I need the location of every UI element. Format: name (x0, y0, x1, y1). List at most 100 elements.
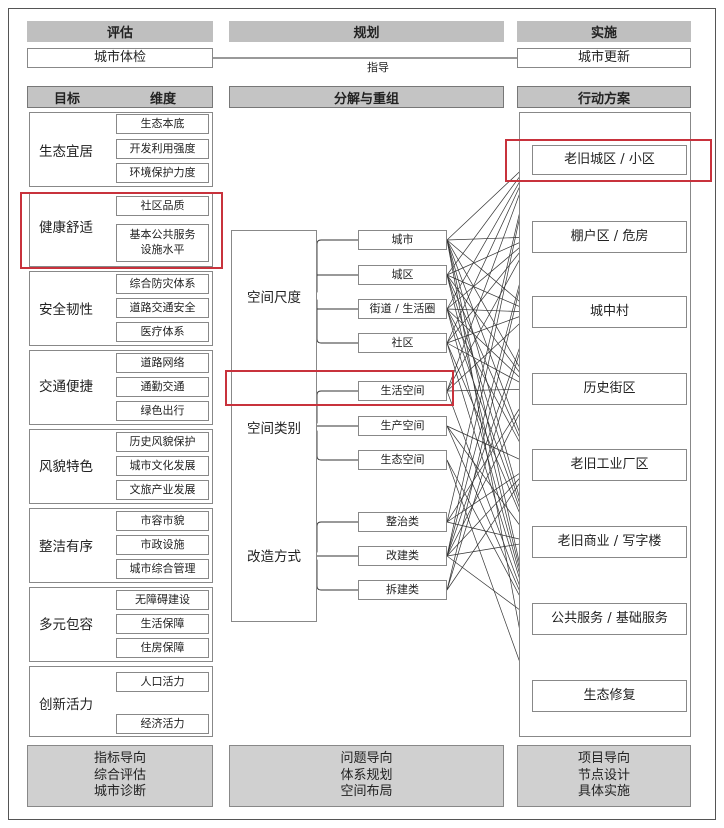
action-box: 棚户区 / 危房 (532, 221, 687, 253)
flow-line (446, 236, 533, 591)
flow-line (446, 236, 533, 276)
action-box: 老旧商业 / 写字楼 (532, 526, 687, 558)
action-box: 生态修复 (532, 680, 687, 712)
flow-line (446, 159, 533, 276)
category-item: 改建类 (358, 546, 447, 566)
guide-label: 指导 (367, 61, 389, 74)
flow-line (446, 541, 533, 557)
dimension-box: 市容市貌 (116, 511, 209, 531)
action-panel (519, 112, 691, 737)
action-box: 历史街区 (532, 373, 687, 405)
flow-line (446, 239, 533, 620)
group-bracket (310, 239, 358, 344)
goal-name: 交通便捷 (39, 379, 93, 395)
city-renewal-box: 城市更新 (517, 48, 691, 68)
dimension-box: 绿色出行 (116, 401, 209, 421)
flow-line (446, 159, 533, 523)
flow-line (446, 236, 533, 344)
category-item: 城市 (358, 230, 447, 250)
flow-line (446, 521, 533, 543)
flow-line (446, 236, 533, 241)
goal-dimension-bar: 目标 维度 (27, 86, 213, 108)
dimension-box: 市政设施 (116, 535, 209, 555)
flow-line (446, 274, 533, 390)
flow-line (446, 311, 533, 344)
category-item: 街道 / 生活圈 (358, 299, 447, 319)
flow-line (446, 342, 533, 620)
footer-text: 节点设计 (577, 767, 630, 783)
dimension-box: 无障碍建设 (116, 590, 209, 610)
action-box: 老旧城区 / 小区 (532, 145, 687, 175)
dimension-box: 社区品质 (116, 196, 209, 216)
footer-text: 综合评估 (93, 767, 146, 783)
footer-text: 具体实施 (577, 784, 630, 800)
flow-line (446, 342, 533, 390)
action-box: 公共服务 / 基础服务 (532, 603, 687, 635)
footer-right: 项目导向 节点设计 具体实施 (517, 745, 691, 807)
goal-name: 多元包容 (39, 617, 93, 633)
dimension-label: 维度 (150, 91, 177, 107)
goal-name: 整洁有序 (39, 539, 93, 555)
dimension-box: 综合防灾体系 (116, 274, 209, 294)
category-item: 社区 (358, 333, 447, 353)
dimension-box: 环境保护力度 (116, 163, 209, 183)
category-item: 城区 (358, 265, 447, 285)
flow-line (446, 274, 533, 543)
dimension-box: 道路网络 (116, 353, 209, 373)
header-evaluate: 评估 (27, 21, 213, 42)
flow-line (446, 159, 533, 557)
category-item: 生产空间 (358, 416, 447, 436)
flow-line (446, 464, 533, 523)
group-bracket (310, 390, 358, 461)
flow-line (446, 388, 533, 557)
flow-line (446, 555, 533, 620)
flow-line (446, 311, 533, 591)
header-implement: 实施 (517, 21, 691, 42)
flow-line (446, 464, 533, 557)
goal-name: 风貌特色 (39, 459, 93, 475)
flow-line (446, 159, 533, 392)
flow-line (446, 239, 533, 697)
flow-line (446, 388, 533, 392)
goal-label: 目标 (54, 91, 81, 107)
flow-line (446, 236, 533, 310)
highlight-old-district (505, 139, 712, 182)
flow-line (446, 236, 533, 557)
action-box: 老旧工业厂区 (532, 449, 687, 481)
dimension-box: 历史风貌保护 (116, 432, 209, 452)
category-item: 整治类 (358, 512, 447, 532)
flow-line (446, 311, 533, 392)
dimension-box: 道路交通安全 (116, 298, 209, 318)
flow-line (446, 159, 533, 310)
flow-line (446, 311, 533, 557)
dimension-box: 开发利用强度 (116, 139, 209, 159)
goal-name: 安全韧性 (39, 302, 93, 318)
flow-line (446, 274, 533, 313)
flow-line (446, 239, 533, 543)
flow-line (446, 308, 533, 620)
header-plan: 规划 (229, 21, 504, 42)
flow-line (446, 274, 533, 466)
flow-line (446, 159, 533, 241)
footer-text: 问题导向 (340, 750, 393, 766)
flow-line (446, 464, 533, 591)
dimension-box: 生活保障 (116, 614, 209, 634)
flow-line (446, 308, 533, 543)
flow-line (446, 425, 533, 466)
flow-line (446, 342, 533, 543)
group-name: 空间尺度 (247, 290, 301, 306)
dimension-box: 文旅产业发展 (116, 480, 209, 500)
footer-text: 项目导向 (577, 750, 630, 766)
flow-line (446, 425, 533, 543)
dimension-box: 医疗体系 (116, 322, 209, 342)
flow-line (446, 425, 533, 620)
flow-line (446, 308, 533, 390)
flow-line (446, 159, 533, 344)
flow-line (446, 236, 533, 392)
footer-text: 城市诊断 (93, 784, 146, 800)
action-box: 城中村 (532, 296, 687, 328)
dimension-box: 城市文化发展 (116, 456, 209, 476)
footer-text: 空间布局 (340, 784, 393, 800)
goal-name: 健康舒适 (39, 220, 93, 236)
